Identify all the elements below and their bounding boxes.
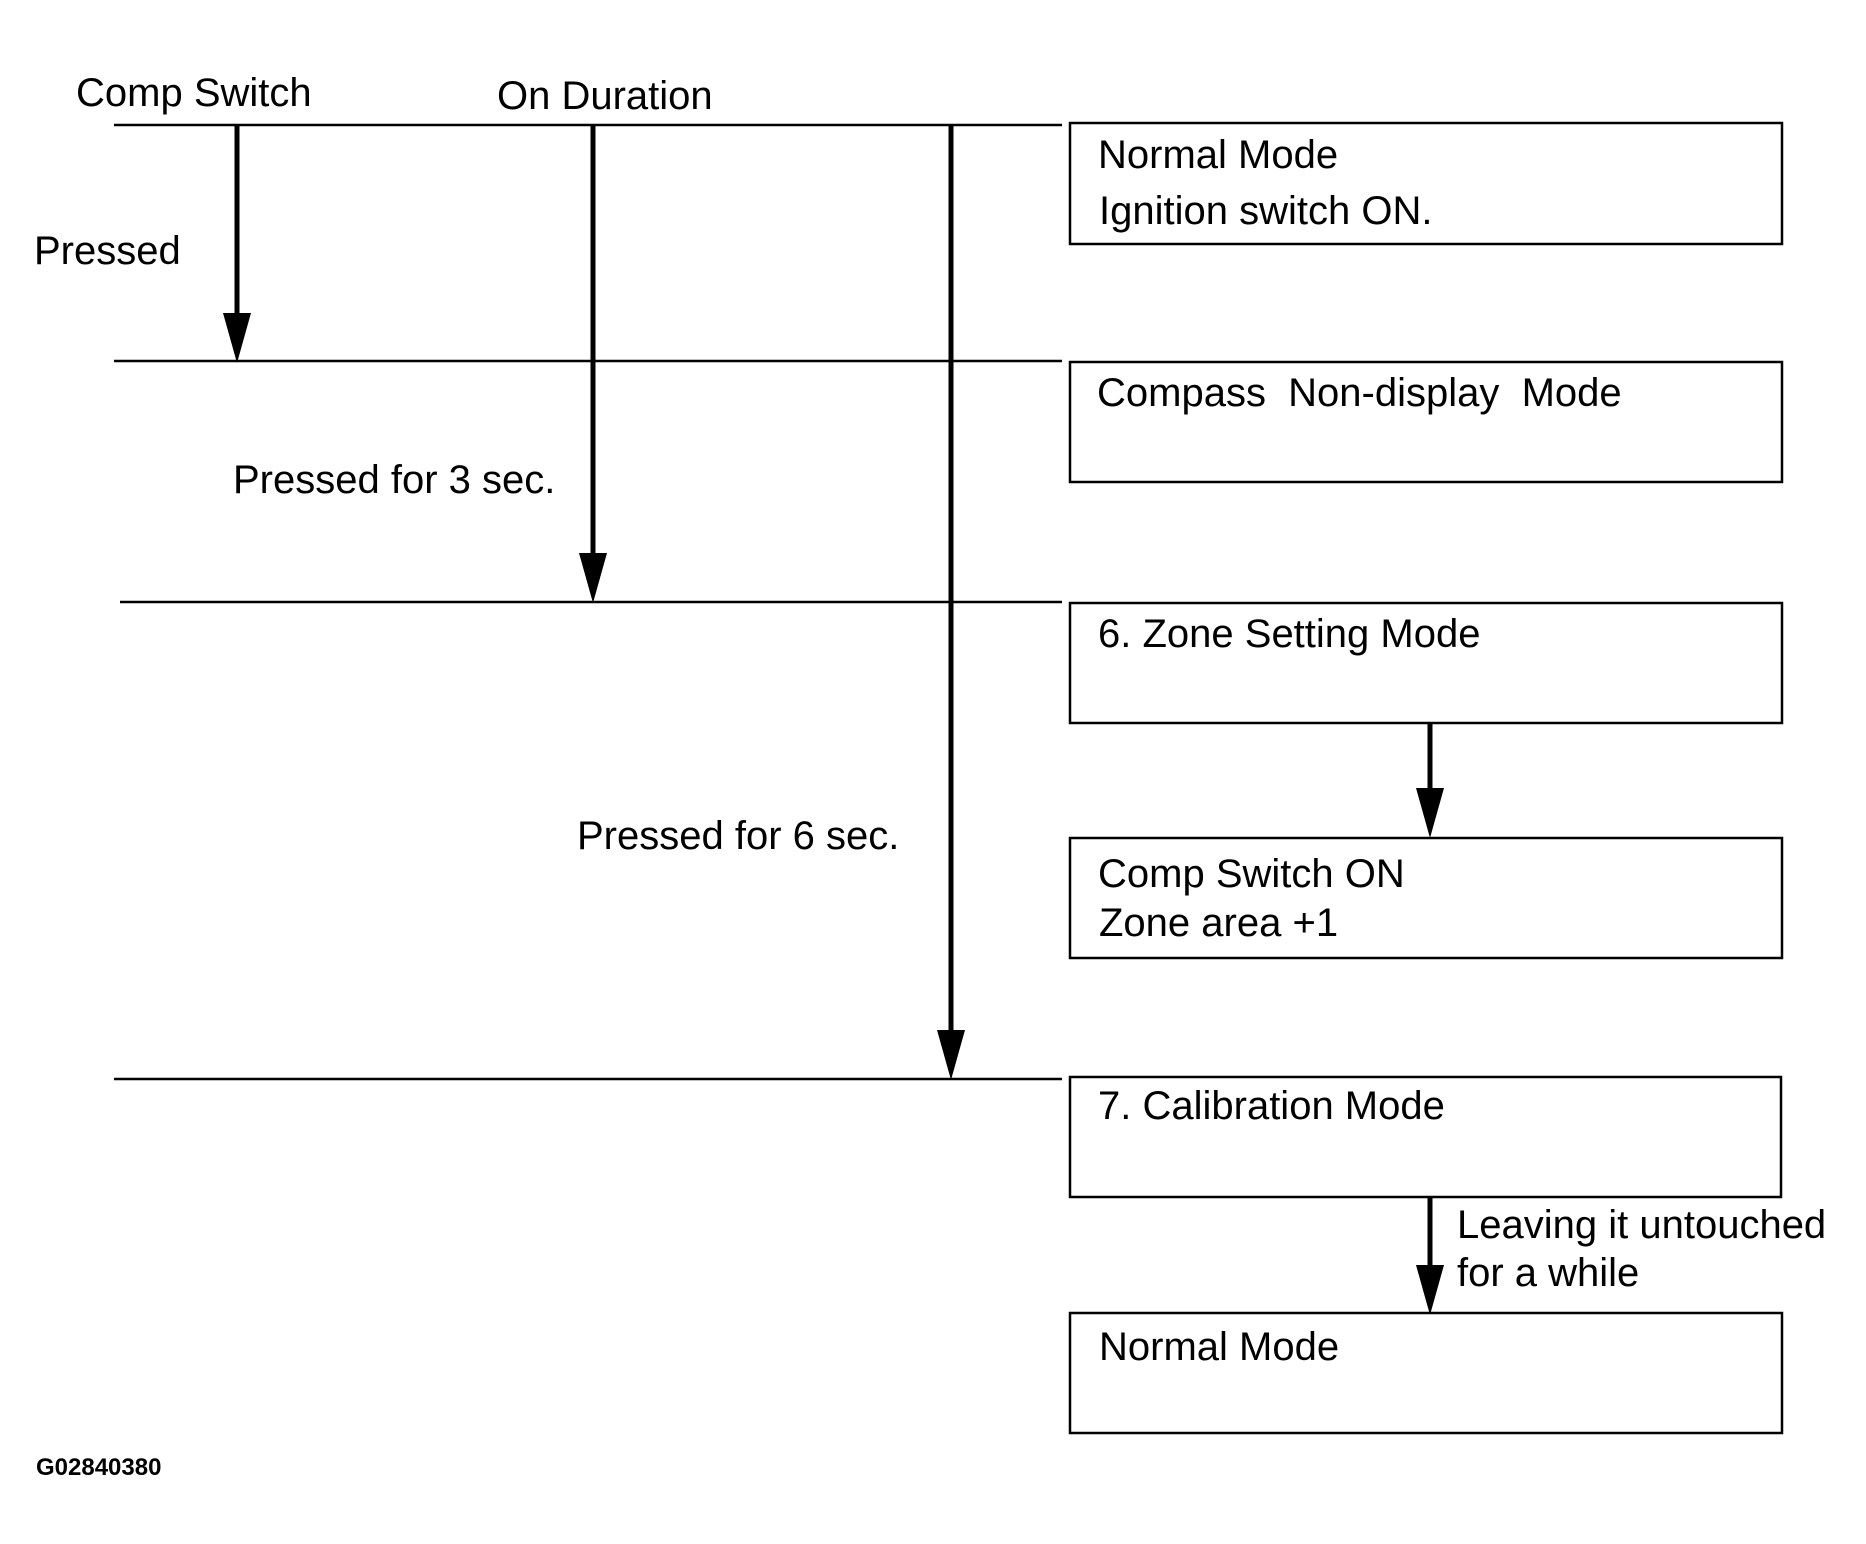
- mode-box-calibration-title: 7. Calibration Mode: [1098, 1084, 1445, 1128]
- mode-box-non-display: Compass Non-display Mode: [1068, 360, 1784, 484]
- arrow-zone-to-switch-head: [1416, 788, 1444, 838]
- mode-box-non-display-title: Compass Non-display Mode: [1097, 371, 1622, 415]
- mode-box-comp-switch-on: Comp Switch ON Zone area +1: [1068, 836, 1784, 960]
- mode-box-normal-return: Normal Mode: [1068, 1311, 1784, 1435]
- arrow-3sec-head: [579, 553, 607, 603]
- mode-box-normal-return-title: Normal Mode: [1099, 1325, 1339, 1369]
- mode-box-normal: Normal Mode Ignition switch ON.: [1068, 121, 1784, 246]
- mode-box-zone-setting: 6. Zone Setting Mode: [1068, 601, 1784, 725]
- arrow-calibration-to-normal-head: [1416, 1265, 1444, 1315]
- mode-box-zone-setting-title: 6. Zone Setting Mode: [1098, 612, 1480, 656]
- label-pressed-3-sec: Pressed for 3 sec.: [233, 458, 555, 502]
- label-untouched-line2: for a while: [1457, 1251, 1639, 1295]
- label-pressed: Pressed: [34, 229, 181, 273]
- mode-box-calibration: 7. Calibration Mode: [1068, 1075, 1783, 1199]
- label-untouched-line1: Leaving it untouched: [1457, 1203, 1826, 1247]
- figure-id: G02840380: [36, 1454, 161, 1481]
- header-on-duration: On Duration: [497, 74, 713, 118]
- label-pressed-6-sec: Pressed for 6 sec.: [577, 814, 899, 858]
- header-comp-switch: Comp Switch: [76, 71, 312, 115]
- mode-box-comp-switch-on-detail: Zone area +1: [1099, 901, 1338, 945]
- mode-box-comp-switch-on-title: Comp Switch ON: [1098, 852, 1405, 896]
- mode-box-normal-title: Normal Mode: [1098, 133, 1338, 177]
- arrow-pressed-head: [223, 313, 251, 363]
- mode-box-normal-detail: Ignition switch ON.: [1099, 189, 1432, 233]
- arrow-6sec-head: [937, 1030, 965, 1080]
